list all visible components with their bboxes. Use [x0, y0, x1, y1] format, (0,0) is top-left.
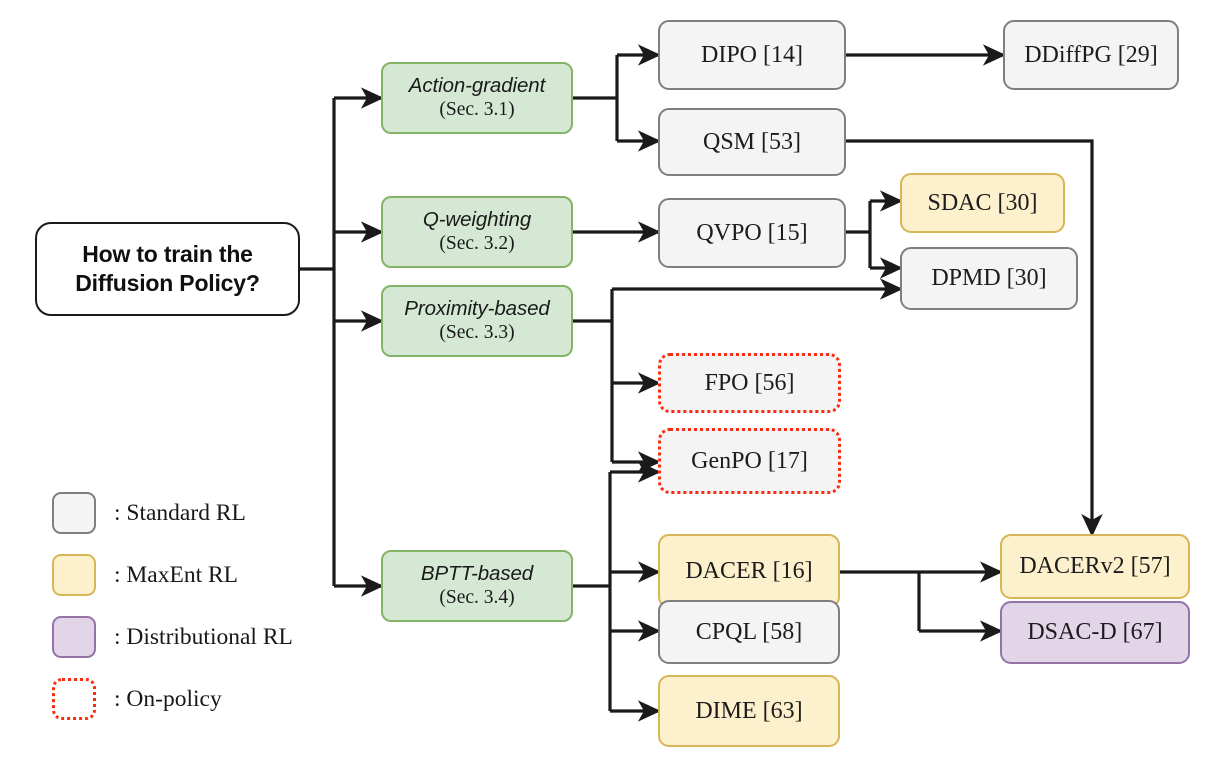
legend-label-maxent-rl: : MaxEnt RL: [114, 561, 239, 588]
category-section: (Sec. 3.4): [439, 587, 515, 609]
category-proximity-based[interactable]: Proximity-based (Sec. 3.3): [381, 285, 573, 357]
method-label: DACER [16]: [685, 557, 813, 584]
root-node[interactable]: How to train the Diffusion Policy?: [35, 222, 300, 316]
method-label: DIPO [14]: [701, 41, 803, 68]
category-q-weighting[interactable]: Q-weighting (Sec. 3.2): [381, 196, 573, 268]
category-section: (Sec. 3.2): [439, 233, 515, 255]
category-section: (Sec. 3.3): [439, 322, 515, 344]
legend-row-on-policy: : On-policy: [52, 668, 293, 730]
method-cpql[interactable]: CPQL [58]: [658, 600, 840, 664]
category-title: Q-weighting: [422, 208, 532, 232]
legend-swatch-maxent-rl: [52, 554, 96, 596]
legend-swatch-distributional-rl: [52, 616, 96, 658]
method-label: DACERv2 [57]: [1019, 553, 1171, 579]
method-fpo[interactable]: FPO [56]: [658, 353, 841, 413]
method-ddiffpg[interactable]: DDiffPG [29]: [1003, 20, 1179, 90]
root-line-1: How to train the: [82, 240, 253, 267]
category-title: BPTT-based: [420, 562, 534, 586]
method-label: CPQL [58]: [695, 618, 803, 645]
category-bptt-based[interactable]: BPTT-based (Sec. 3.4): [381, 550, 573, 622]
category-title: Proximity-based: [404, 297, 550, 321]
method-dacerv2[interactable]: DACERv2 [57]: [1000, 534, 1190, 599]
method-label: QVPO [15]: [696, 219, 808, 246]
method-dime[interactable]: DIME [63]: [658, 675, 840, 747]
method-label: DSAC-D [67]: [1027, 619, 1163, 645]
method-dacer[interactable]: DACER [16]: [658, 534, 840, 608]
method-qvpo[interactable]: QVPO [15]: [658, 198, 846, 268]
method-genpo[interactable]: GenPO [17]: [658, 428, 841, 494]
method-dipo[interactable]: DIPO [14]: [658, 20, 846, 90]
root-line-2: Diffusion Policy?: [75, 270, 260, 296]
legend-row-distributional-rl: : Distributional RL: [52, 606, 293, 668]
method-label: DIME [63]: [695, 697, 803, 724]
method-label: SDAC [30]: [927, 189, 1038, 216]
category-action-gradient[interactable]: Action-gradient (Sec. 3.1): [381, 62, 573, 134]
method-sdac[interactable]: SDAC [30]: [900, 173, 1065, 233]
legend-row-maxent-rl: : MaxEnt RL: [52, 544, 293, 606]
legend-label-standard-rl: : Standard RL: [114, 499, 246, 526]
legend-label-on-policy: : On-policy: [114, 685, 222, 712]
method-label: GenPO [17]: [691, 447, 808, 474]
method-qsm[interactable]: QSM [53]: [658, 108, 846, 176]
method-label: DDiffPG [29]: [1024, 41, 1158, 68]
category-section: (Sec. 3.1): [439, 99, 515, 121]
legend-row-standard-rl: : Standard RL: [52, 482, 293, 544]
legend-swatch-standard-rl: [52, 492, 96, 534]
method-label: DPMD [30]: [931, 265, 1047, 291]
legend-swatch-on-policy: [52, 678, 96, 720]
method-label: FPO [56]: [704, 369, 795, 396]
category-title: Action-gradient: [408, 74, 546, 98]
method-dpmd[interactable]: DPMD [30]: [900, 247, 1078, 310]
legend-label-distributional-rl: : Distributional RL: [114, 623, 293, 650]
legend: : Standard RL : MaxEnt RL : Distribution…: [52, 482, 293, 730]
method-dsac-d[interactable]: DSAC-D [67]: [1000, 601, 1190, 664]
method-label: QSM [53]: [702, 128, 801, 155]
